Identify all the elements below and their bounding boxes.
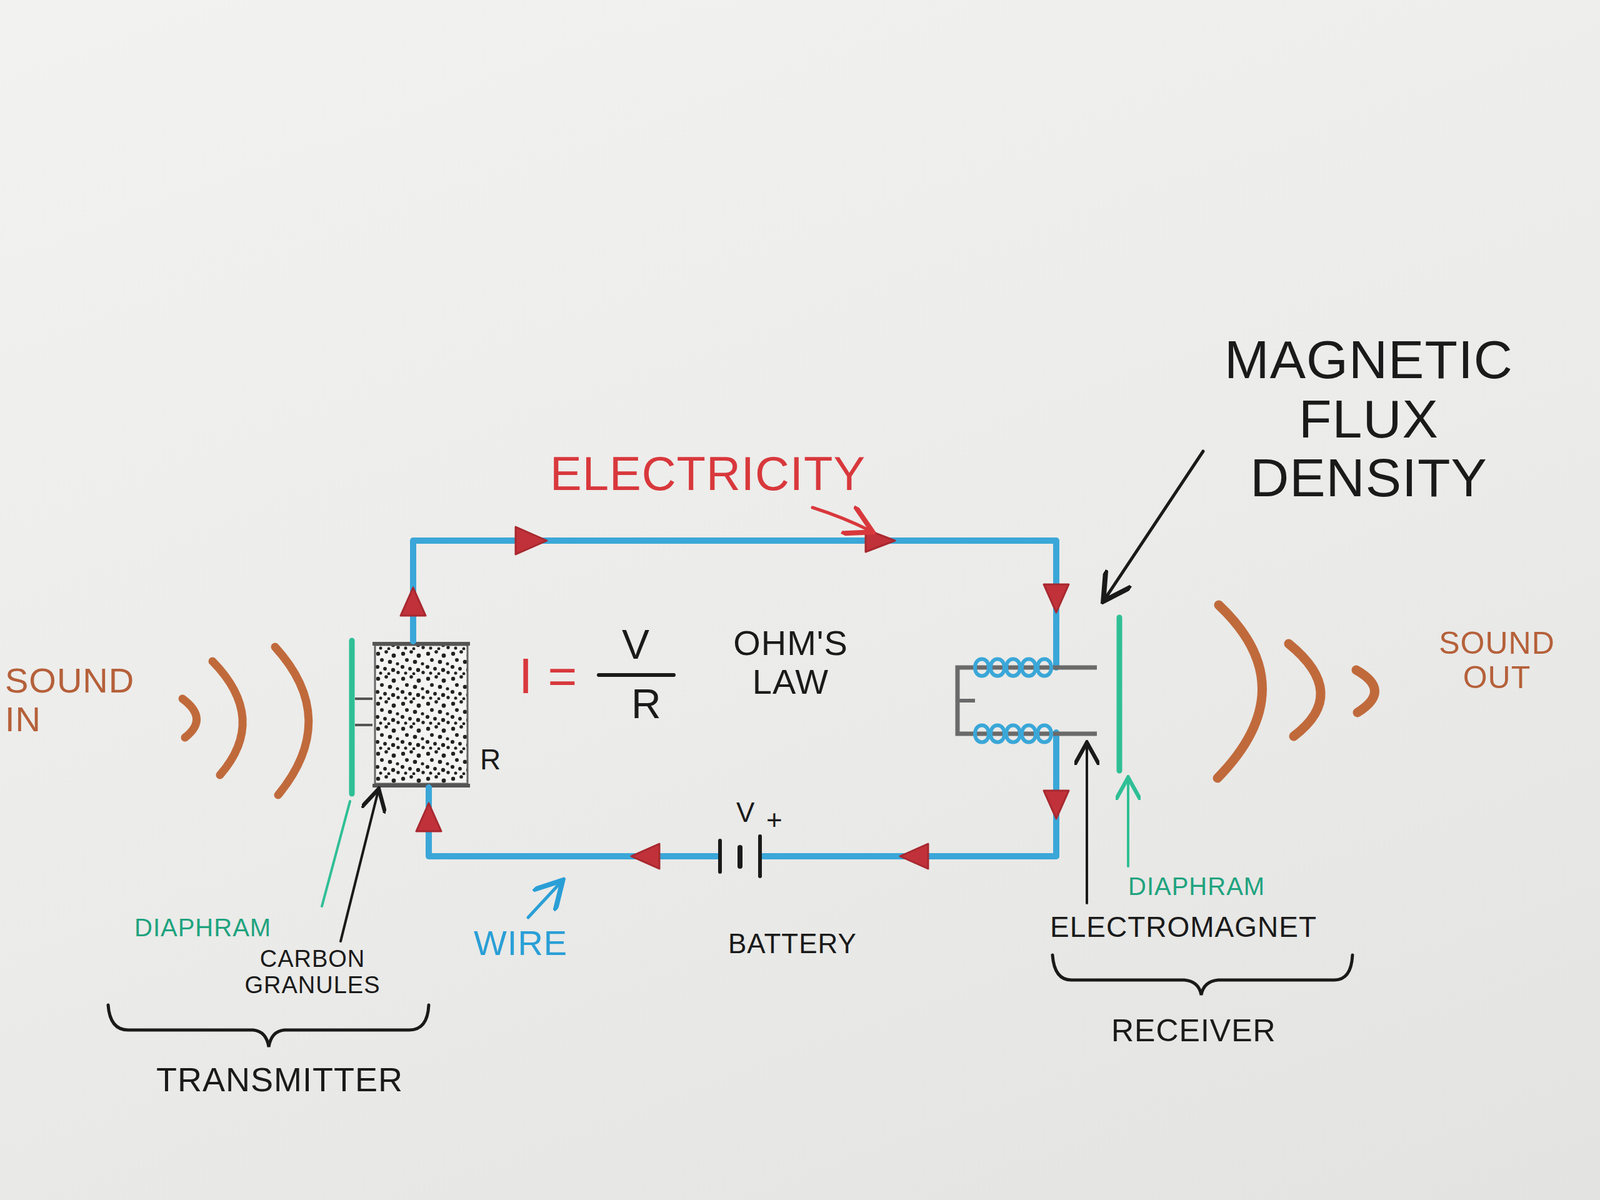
part-label: ELECTROMAGNET <box>1050 911 1317 944</box>
callout-label: MAGNETIC FLUX DENSITY <box>1203 330 1535 508</box>
leader-line <box>1085 745 1089 904</box>
leader-line <box>1105 451 1204 599</box>
bracket <box>108 1005 429 1047</box>
part-label: DIAPHRAM <box>1128 872 1265 900</box>
sound-label: SOUND IN <box>5 661 140 739</box>
part-label: CARBON GRANULES <box>237 946 388 999</box>
leader-line <box>340 791 379 942</box>
part-label: WIRE <box>473 923 568 963</box>
part-label: BATTERY <box>728 928 857 959</box>
symbol-label: + <box>766 805 784 835</box>
part-label: DIAPHRAM <box>134 913 272 942</box>
electromagnet <box>957 659 1097 743</box>
sound-waves-out <box>1217 605 1375 779</box>
diaphragm <box>1116 617 1123 771</box>
carbon-granules <box>375 645 468 784</box>
equation-text: I = <box>518 648 578 704</box>
leader-line <box>1126 780 1130 867</box>
equation-text: R <box>631 681 662 727</box>
law-label: OHM'S LAW <box>725 623 857 701</box>
wire-label: ELECTRICITY <box>550 447 866 500</box>
diaphragm <box>349 640 355 794</box>
fraction-bar <box>598 673 674 677</box>
wire <box>413 540 1057 857</box>
leader-line <box>321 801 350 907</box>
symbol-label: V <box>736 797 755 828</box>
battery-symbol <box>720 836 760 877</box>
sound-waves-in <box>182 646 309 795</box>
bracket <box>1052 955 1353 995</box>
leader-line <box>812 507 870 531</box>
equation-text: V <box>621 621 650 668</box>
section-label: TRANSMITTER <box>156 1061 404 1099</box>
symbol-label: R <box>480 743 502 776</box>
section-label: RECEIVER <box>1111 1013 1277 1049</box>
current-arrows <box>400 526 1069 869</box>
leader-line <box>528 882 561 918</box>
sound-label: SOUND OUT <box>1431 626 1563 695</box>
